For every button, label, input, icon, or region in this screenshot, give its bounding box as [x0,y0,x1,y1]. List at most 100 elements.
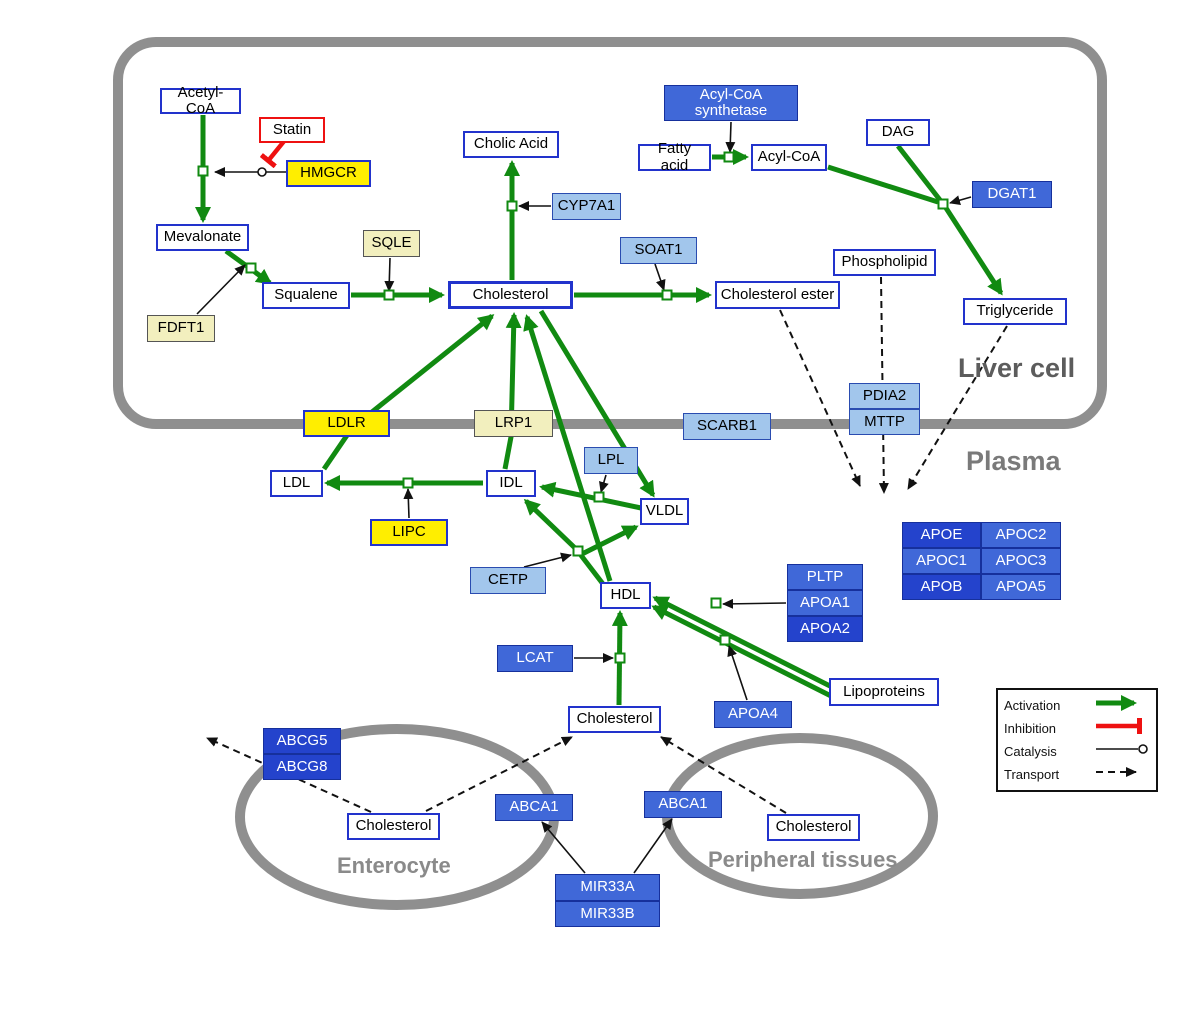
node-cyp7a1[interactable]: CYP7A1 [552,193,621,220]
plasma-label: Plasma [966,446,1061,476]
node-idl[interactable]: IDL [486,470,536,497]
reaction-node [593,491,605,503]
node-apoc1[interactable]: APOC1 [902,548,981,574]
activation-edge [539,481,642,511]
node-cholesterol-peripheral[interactable]: Cholesterol [767,814,860,841]
catalysis-edge [633,818,673,874]
catalysis-edge [599,474,609,493]
node-cholesterol-liver[interactable]: Cholesterol [448,281,573,309]
node-abca1-enterocyte[interactable]: ABCA1 [495,794,573,821]
node-mir33b[interactable]: MIR33B [555,901,660,927]
node-fdft1[interactable]: FDFT1 [147,315,215,342]
catalysis-edge [523,552,572,568]
node-pltp[interactable]: PLTP [787,564,863,590]
activation-edge [651,604,833,699]
node-apoc2[interactable]: APOC2 [981,522,1061,548]
node-ldlr[interactable]: LDLR [303,410,390,437]
catalysis-edge [403,488,414,519]
node-hdl[interactable]: HDL [600,582,651,609]
node-squalene[interactable]: Squalene [262,282,350,309]
node-cetp[interactable]: CETP [470,567,546,594]
catalysis-edge [722,598,787,609]
peripheral-tissues-label: Peripheral tissues [708,847,898,872]
catalysis-edge [384,257,395,292]
reaction-node [614,652,626,664]
reaction-node [572,545,584,557]
reaction-node [723,151,735,163]
activation-edge [896,144,942,202]
node-pdia2[interactable]: PDIA2 [849,383,920,409]
node-triglyceride[interactable]: Triglyceride [963,298,1067,325]
reaction-node [719,634,731,646]
node-lipoproteins[interactable]: Lipoproteins [829,678,939,706]
node-acyl-coa[interactable]: Acyl-CoA [751,144,827,171]
node-apob[interactable]: APOB [902,574,981,600]
node-acyl-coa-synthetase[interactable]: Acyl-CoA synthetase [664,85,798,121]
node-lrp1[interactable]: LRP1 [474,410,553,437]
legend-item-activation: Activation [1004,694,1150,717]
node-fatty-acid[interactable]: Fatty acid [638,141,711,173]
legend-label: Catalysis [1004,744,1057,759]
node-apoc3[interactable]: APOC3 [981,548,1061,574]
activation-edge [523,314,613,582]
node-abca1-peripheral[interactable]: ABCA1 [644,791,722,818]
node-mevalonate[interactable]: Mevalonate [156,224,249,251]
activation-edge [502,312,522,470]
node-dgat1[interactable]: DGAT1 [972,181,1052,208]
legend-item-transport: Transport [1004,763,1150,786]
node-apoa2[interactable]: APOA2 [787,616,863,642]
node-vldl[interactable]: VLDL [640,498,689,525]
node-abcg5[interactable]: ABCG5 [263,728,341,754]
node-lcat[interactable]: LCAT [497,645,573,672]
catalysis-edge [541,821,586,874]
node-dag[interactable]: DAG [866,119,930,146]
legend-item-catalysis: Catalysis [1004,740,1150,763]
catalysis-edge [196,264,246,315]
node-sqle[interactable]: SQLE [363,230,420,257]
activation-edge [943,206,1004,296]
node-abcg8[interactable]: ABCG8 [263,754,341,780]
node-lipc[interactable]: LIPC [370,519,448,546]
node-apoa1[interactable]: APOA1 [787,590,863,616]
node-apoa5[interactable]: APOA5 [981,574,1061,600]
catalysis-node [257,167,267,177]
transport-icon [1094,764,1150,785]
reaction-node [710,597,722,609]
node-lpl[interactable]: LPL [584,447,638,474]
node-acetyl-coa[interactable]: Acetyl-CoA [160,84,241,117]
transport-edge [907,325,1008,490]
activation-edge [523,498,577,550]
node-cholic-acid[interactable]: Cholic Acid [463,131,559,158]
legend-item-inhibition: Inhibition [1004,717,1150,740]
node-phospholipid[interactable]: Phospholipid [833,249,936,276]
activation-icon [1094,695,1150,716]
activation-edge [578,552,605,586]
transport-edge [660,736,787,814]
node-mir33a[interactable]: MIR33A [555,874,660,901]
node-statin[interactable]: Statin [259,117,325,143]
reaction-node [402,477,414,489]
node-hmgcr[interactable]: HMGCR [286,160,371,187]
node-cholesterol-ester[interactable]: Cholesterol ester [715,281,840,309]
node-mttp[interactable]: MTTP [849,409,920,435]
inhibition-icon [1094,717,1150,739]
node-apoe[interactable]: APOE [902,522,981,548]
node-apoa4[interactable]: APOA4 [714,701,792,728]
activation-edge [580,524,639,557]
node-soat1[interactable]: SOAT1 [620,237,697,264]
node-cholesterol-enterocyte[interactable]: Cholesterol [347,813,440,840]
node-ldl[interactable]: LDL [270,470,323,497]
legend-label: Activation [1004,698,1061,713]
reaction-node [383,289,395,301]
reaction-node [661,289,673,301]
node-cholesterol-plasma[interactable]: Cholesterol [568,706,661,733]
liver-cell-label: Liver cell [958,353,1076,383]
legend-label: Transport [1004,767,1060,782]
catalysis-icon [1094,741,1150,762]
catalysis-edge [654,263,666,291]
node-scarb1[interactable]: SCARB1 [683,413,771,440]
inhibition-edge [259,138,287,169]
catalysis-edge [949,195,972,206]
